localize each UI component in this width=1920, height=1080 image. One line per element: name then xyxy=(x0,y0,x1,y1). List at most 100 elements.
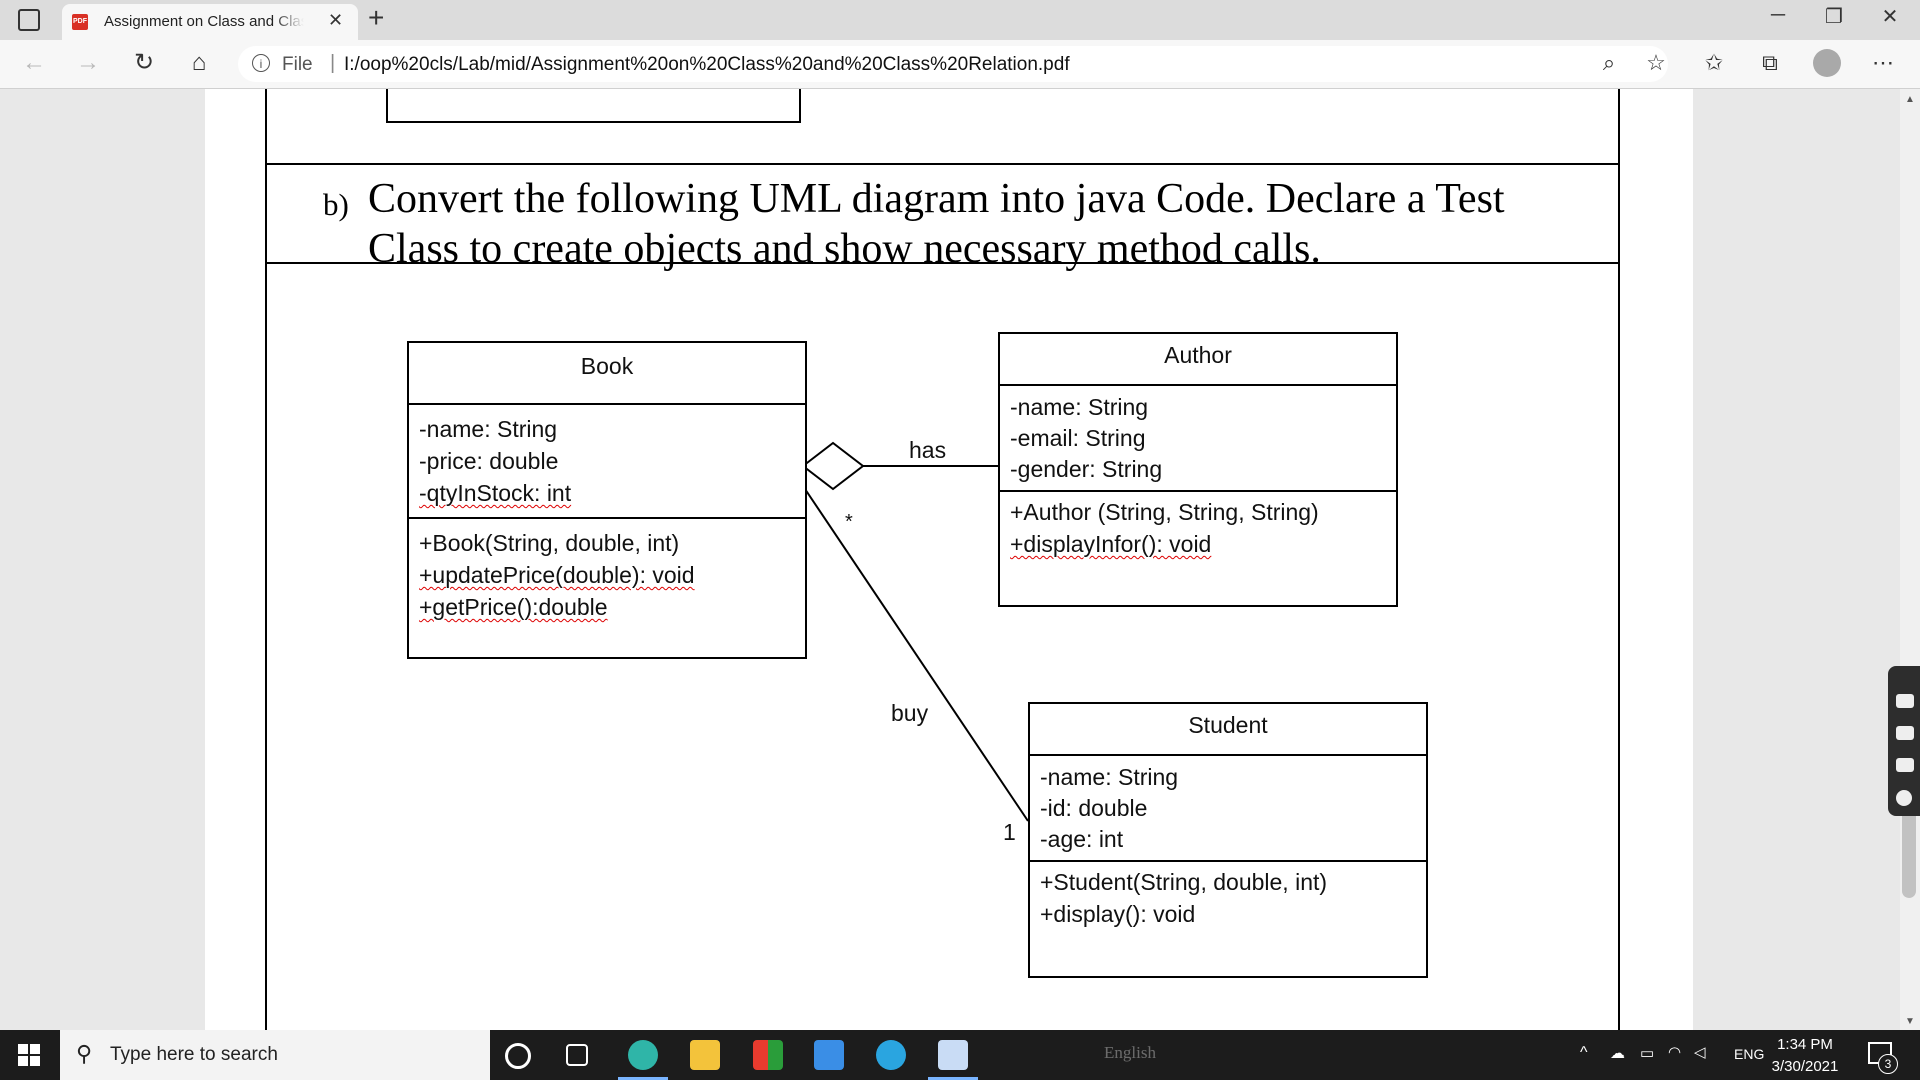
class-name: Student xyxy=(1030,704,1426,756)
class-attributes: -name: String -price: double -qtyInStock… xyxy=(409,405,805,519)
clock-date: 3/30/2021 xyxy=(1771,1058,1839,1075)
address-bar[interactable]: i File | I:/oop%20cls/Lab/mid/Assignment… xyxy=(238,46,1668,82)
class-methods: +Author (String, String, String) +displa… xyxy=(1000,492,1396,560)
buy-label: buy xyxy=(891,700,929,726)
forward-button[interactable]: → xyxy=(76,49,100,76)
class-name: Book xyxy=(409,343,805,405)
windows-start-icon[interactable] xyxy=(18,1044,40,1066)
mail-icon[interactable] xyxy=(814,1040,844,1070)
tab-actions-icon[interactable] xyxy=(18,9,40,31)
add-favorite-icon[interactable]: ☆ xyxy=(1646,50,1666,75)
tray-overflow-icon[interactable]: ^ xyxy=(1580,1044,1588,1061)
navigation-bar: ← → ↻ ⌂ i File | I:/oop%20cls/Lab/mid/As… xyxy=(0,40,1920,89)
has-label: has xyxy=(909,437,947,463)
info-icon[interactable]: i xyxy=(252,54,270,72)
gallery-icon[interactable] xyxy=(1896,758,1914,772)
uml-class-author: Author -name: String -email: String -gen… xyxy=(998,332,1398,607)
profile-avatar[interactable] xyxy=(1813,49,1841,77)
capture-toolbar xyxy=(1888,666,1920,816)
attribute: -name: String xyxy=(1040,764,1179,790)
method: +displayInfor(): void xyxy=(1010,531,1212,557)
uml-class-student: Student -name: String -id: double -age: … xyxy=(1028,702,1428,978)
pdf-viewer: b) Convert the following UML diagram int… xyxy=(0,89,1920,1030)
method: +Student(String, double, int) xyxy=(1040,869,1328,895)
uml-connectors xyxy=(801,441,1029,822)
battery-icon[interactable]: ▭ xyxy=(1640,1045,1655,1062)
more-menu-icon[interactable]: ⋯ xyxy=(1872,50,1894,75)
volume-icon[interactable]: ◁ xyxy=(1694,1044,1706,1061)
attribute: -gender: String xyxy=(1010,456,1163,482)
aggregation-diamond xyxy=(801,441,865,491)
previous-answer-box xyxy=(386,89,801,123)
scroll-down-arrow-icon[interactable]: ▼ xyxy=(1905,1016,1915,1027)
question-text: Convert the following UML diagram into j… xyxy=(368,176,1505,272)
attribute: -age: int xyxy=(1040,826,1124,852)
file-explorer-icon[interactable] xyxy=(690,1040,720,1070)
question-label: b) xyxy=(323,187,349,222)
attribute: -qtyInStock: int xyxy=(419,480,572,506)
minimize-button[interactable]: ─ xyxy=(1770,4,1786,26)
edge-browser-icon[interactable] xyxy=(618,1040,668,1080)
taskbar: ⚲ Type here to search English ^ ☁ ▭ ◠ ◁ … xyxy=(0,1030,1920,1080)
search-icon: ⚲ xyxy=(76,1041,93,1066)
system-clock[interactable]: 1:34 PM 3/30/2021 xyxy=(1760,1034,1850,1078)
zoom-icon[interactable]: ⌕ xyxy=(1602,50,1616,75)
table-row-divider xyxy=(265,163,1620,165)
back-button[interactable]: ← xyxy=(22,49,46,76)
language-bar[interactable]: English xyxy=(1060,1033,1490,1075)
attribute: -name: String xyxy=(1010,394,1149,420)
app-cube-icon[interactable] xyxy=(928,1040,978,1080)
class-attributes: -name: String -id: double -age: int xyxy=(1030,756,1426,862)
taskbar-search-box[interactable]: ⚲ Type here to search xyxy=(60,1030,490,1080)
video-icon[interactable] xyxy=(1896,726,1914,740)
method: +Book(String, double, int) xyxy=(419,530,680,556)
new-tab-button[interactable]: + xyxy=(368,2,385,33)
cortana-icon[interactable] xyxy=(505,1043,531,1069)
home-button[interactable]: ⌂ xyxy=(191,49,207,76)
settings-gear-icon[interactable] xyxy=(1896,790,1912,806)
table-right-border xyxy=(1618,89,1620,1030)
store-icon[interactable] xyxy=(753,1040,783,1070)
input-language[interactable]: ENG xyxy=(1734,1046,1765,1062)
attribute: -price: double xyxy=(419,448,559,474)
task-view-icon[interactable] xyxy=(566,1044,588,1066)
refresh-button[interactable]: ↻ xyxy=(133,49,155,76)
method: +display(): void xyxy=(1040,901,1196,927)
tab-bar: PDF Assignment on Class and Class Relati… xyxy=(0,0,1920,40)
buy-association-line xyxy=(804,488,1029,822)
onedrive-icon[interactable]: ☁ xyxy=(1610,1045,1625,1062)
close-window-button[interactable]: ✕ xyxy=(1881,6,1899,28)
tab-active[interactable]: PDF Assignment on Class and Class Relati… xyxy=(62,4,358,40)
table-row-divider xyxy=(265,262,1620,264)
method: +getPrice():double xyxy=(419,594,608,620)
book-multiplicity: * xyxy=(845,511,853,533)
class-name: Author xyxy=(1000,334,1396,386)
search-placeholder: Type here to search xyxy=(110,1044,278,1065)
method: +updatePrice(double): void xyxy=(419,562,695,588)
language-bar-label: English xyxy=(1104,1043,1156,1062)
restore-button[interactable]: ❐ xyxy=(1825,6,1843,28)
wifi-icon[interactable]: ◠ xyxy=(1668,1044,1682,1061)
scrollbar-thumb[interactable] xyxy=(1902,808,1916,898)
student-multiplicity: 1 xyxy=(1003,819,1016,845)
attribute: -name: String xyxy=(419,416,558,442)
camera-icon[interactable] xyxy=(1896,694,1914,708)
close-tab-icon[interactable]: ✕ xyxy=(328,10,344,30)
uml-class-book: Book -name: String -price: double -qtyIn… xyxy=(407,341,807,659)
method: +Author (String, String, String) xyxy=(1010,499,1319,525)
clock-time: 1:34 PM xyxy=(1777,1036,1833,1053)
telegram-icon[interactable] xyxy=(876,1040,906,1070)
address-separator: | xyxy=(330,52,336,74)
attribute: -id: double xyxy=(1040,795,1148,821)
favorites-icon[interactable]: ✩ xyxy=(1704,50,1724,75)
notification-count-badge: 3 xyxy=(1878,1054,1898,1074)
scroll-up-arrow-icon[interactable]: ▲ xyxy=(1905,94,1915,105)
pdf-icon: PDF xyxy=(72,14,88,30)
attribute: -email: String xyxy=(1010,425,1146,451)
class-attributes: -name: String -email: String -gender: St… xyxy=(1000,386,1396,492)
table-left-border xyxy=(265,89,267,1030)
class-methods: +Book(String, double, int) +updatePrice(… xyxy=(409,519,805,623)
url-text[interactable]: I:/oop%20cls/Lab/mid/Assignment%20on%20C… xyxy=(344,54,1070,75)
tab-title: Assignment on Class and Class Relation.p… xyxy=(104,13,304,30)
collections-icon[interactable]: ⧉ xyxy=(1762,50,1778,75)
